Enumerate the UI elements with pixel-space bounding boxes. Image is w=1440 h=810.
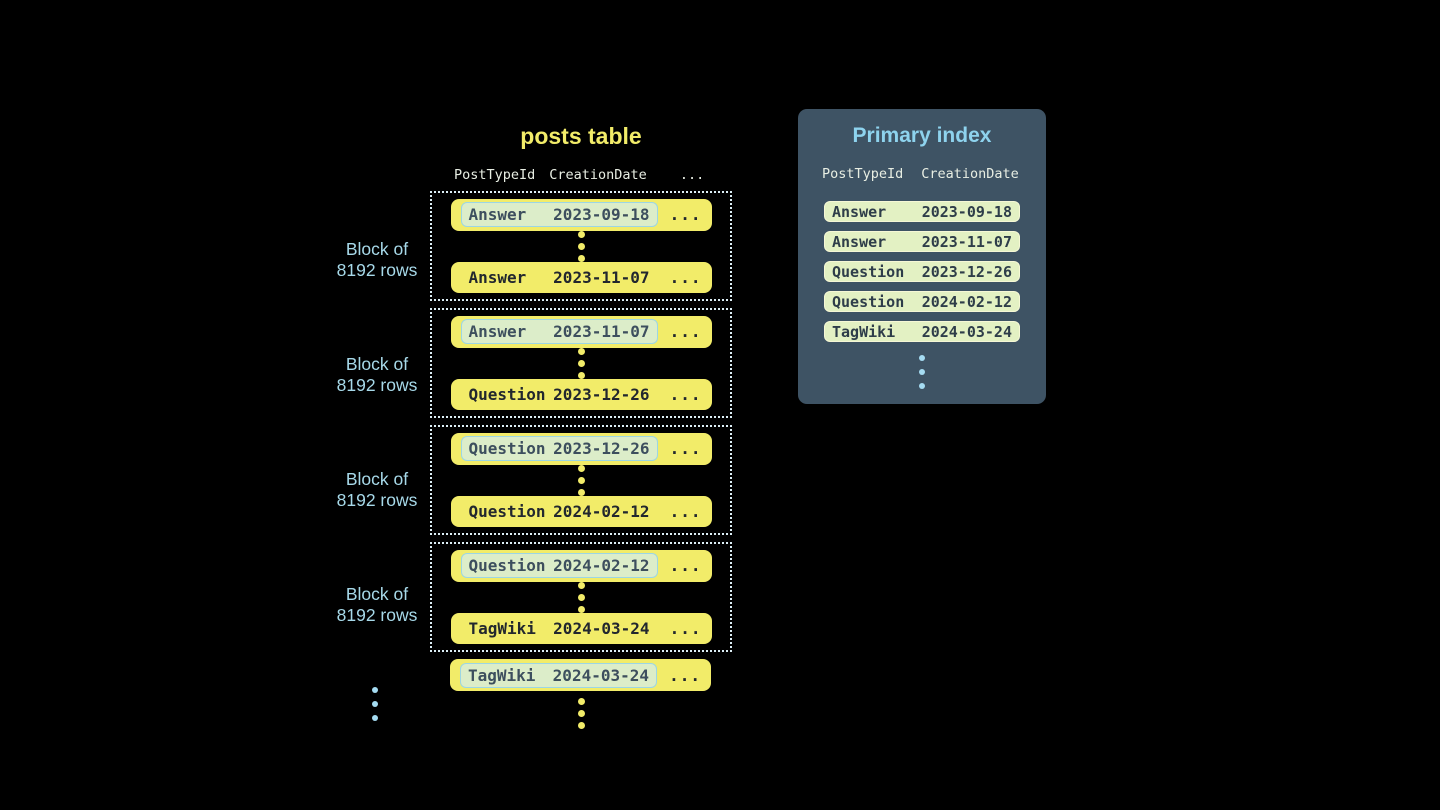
row-type: Answer bbox=[468, 267, 527, 287]
index-row: Answer 2023-11-07 bbox=[824, 231, 1020, 252]
block-label-4: Block of 8192 rows bbox=[307, 584, 447, 626]
row-date: 2024-02-12 bbox=[921, 292, 1012, 311]
row-date: 2024-02-12 bbox=[553, 501, 650, 521]
row-type: Answer bbox=[832, 202, 887, 221]
column-header-creationdate: CreationDate bbox=[549, 167, 647, 183]
indexed-row-highlight: TagWiki 2024-03-24 bbox=[460, 662, 657, 688]
table-row: Question 2023-12-26 ... bbox=[450, 378, 712, 410]
row-date: 2023-11-07 bbox=[921, 232, 1012, 251]
block-4: Question 2024-02-12 ... TagWiki 2024-03-… bbox=[430, 542, 732, 652]
table-row: Answer 2023-11-07 ... bbox=[450, 316, 712, 348]
block-label-1: Block of 8192 rows bbox=[307, 239, 447, 281]
index-row: TagWiki 2024-03-24 bbox=[824, 321, 1020, 342]
block-label-line2: 8192 rows bbox=[336, 490, 418, 510]
ellipsis-dots-icon bbox=[577, 698, 585, 729]
row-type: Question bbox=[832, 262, 905, 281]
row-date: 2023-09-18 bbox=[553, 205, 650, 225]
ellipsis-dots-icon bbox=[577, 347, 585, 379]
block-label-2: Block of 8192 rows bbox=[307, 354, 447, 396]
more-rows-ellipsis bbox=[430, 698, 732, 729]
row-values: Question 2024-02-12 bbox=[461, 499, 658, 524]
indexed-row-highlight: Answer 2023-09-18 bbox=[460, 202, 658, 228]
more-index-entries-ellipsis bbox=[798, 355, 1046, 389]
block-label-line1: Block of bbox=[345, 239, 409, 259]
row-date: 2024-03-24 bbox=[553, 618, 650, 638]
table-row: Answer 2023-09-18 ... bbox=[450, 199, 712, 231]
row-type: TagWiki bbox=[468, 618, 536, 638]
row-type: Answer bbox=[832, 232, 887, 251]
row-type: Answer bbox=[468, 322, 527, 342]
row-type: TagWiki bbox=[468, 665, 536, 685]
row-date: 2023-12-26 bbox=[553, 439, 650, 459]
row-date: 2023-11-07 bbox=[553, 267, 650, 287]
row-type: Question bbox=[468, 439, 546, 459]
ellipsis-dots-icon bbox=[577, 230, 585, 262]
row-values: Question 2023-12-26 bbox=[461, 382, 658, 407]
ellipsis-dots-icon bbox=[577, 464, 585, 496]
indexed-row-highlight: Question 2023-12-26 bbox=[460, 436, 658, 462]
table-row: TagWiki 2024-03-24 ... bbox=[450, 659, 711, 691]
block-label-line1: Block of bbox=[345, 354, 409, 374]
block-1: Answer 2023-09-18 ... Answer 2023-11-07 … bbox=[430, 191, 732, 301]
ellipsis-dots-icon bbox=[372, 687, 378, 721]
row-date: 2023-12-26 bbox=[553, 384, 650, 404]
row-type: Question bbox=[468, 384, 546, 404]
index-row: Question 2023-12-26 bbox=[824, 261, 1020, 282]
column-header-more: ... bbox=[679, 167, 705, 183]
row-date: 2024-02-12 bbox=[553, 556, 650, 576]
index-row: Answer 2023-09-18 bbox=[824, 201, 1020, 222]
table-row: Question 2023-12-26 ... bbox=[450, 433, 712, 465]
table-row: TagWiki 2024-03-24 ... bbox=[450, 612, 712, 644]
primary-index-panel: Primary index PostTypeId CreationDate An… bbox=[798, 109, 1046, 404]
row-type: Answer bbox=[468, 205, 527, 225]
block-label-line2: 8192 rows bbox=[336, 605, 418, 625]
row-values: Answer 2023-11-07 bbox=[461, 265, 658, 290]
primary-index-title: Primary index bbox=[852, 124, 992, 147]
row-values: TagWiki 2024-03-24 bbox=[461, 616, 658, 641]
index-row: Question 2024-02-12 bbox=[824, 291, 1020, 312]
row-type: Question bbox=[468, 556, 546, 576]
row-date: 2023-11-07 bbox=[553, 322, 650, 342]
table-row: Question 2024-02-12 ... bbox=[450, 495, 712, 527]
row-type: Question bbox=[468, 501, 546, 521]
row-ellipsis: ... bbox=[669, 322, 702, 342]
row-date: 2024-03-24 bbox=[921, 322, 1012, 341]
indexed-row-highlight: Answer 2023-11-07 bbox=[460, 319, 658, 345]
block-label-line1: Block of bbox=[345, 584, 409, 604]
posts-table-title: posts table bbox=[520, 123, 642, 149]
block-label-line1: Block of bbox=[345, 469, 409, 489]
posts-table-blocks: Answer 2023-09-18 ... Answer 2023-11-07 … bbox=[430, 191, 732, 659]
row-ellipsis: ... bbox=[669, 439, 702, 459]
next-block-first-row: TagWiki 2024-03-24 ... bbox=[450, 659, 711, 691]
column-header-posttypeid: PostTypeId bbox=[454, 167, 536, 183]
block-2: Answer 2023-11-07 ... Question 2023-12-2… bbox=[430, 308, 732, 418]
row-ellipsis: ... bbox=[669, 205, 702, 225]
block-label-line2: 8192 rows bbox=[336, 260, 418, 280]
primary-index-rows: Answer 2023-09-18 Answer 2023-11-07 Ques… bbox=[798, 201, 1046, 342]
row-ellipsis: ... bbox=[669, 556, 702, 576]
row-ellipsis: ... bbox=[669, 384, 702, 404]
row-ellipsis: ... bbox=[669, 267, 702, 287]
ellipsis-dots-icon bbox=[919, 355, 925, 389]
row-type: Question bbox=[832, 292, 905, 311]
primary-index-column-headers: PostTypeId CreationDate bbox=[798, 166, 1046, 182]
row-date: 2024-03-24 bbox=[552, 665, 649, 685]
row-ellipsis: ... bbox=[669, 618, 702, 638]
table-row: Question 2024-02-12 ... bbox=[450, 550, 712, 582]
column-header-creationdate: CreationDate bbox=[921, 166, 1019, 182]
row-date: 2023-12-26 bbox=[921, 262, 1012, 281]
column-header-posttypeid: PostTypeId bbox=[822, 166, 904, 182]
block-label-3: Block of 8192 rows bbox=[307, 469, 447, 511]
more-blocks-ellipsis bbox=[372, 687, 378, 721]
indexed-row-highlight: Question 2024-02-12 bbox=[460, 553, 658, 579]
posts-table-column-headers: PostTypeId CreationDate ... bbox=[430, 167, 770, 183]
row-ellipsis: ... bbox=[669, 501, 702, 521]
block-label-line2: 8192 rows bbox=[336, 375, 418, 395]
row-ellipsis: ... bbox=[669, 665, 701, 685]
row-date: 2023-09-18 bbox=[921, 202, 1012, 221]
block-3: Question 2023-12-26 ... Question 2024-02… bbox=[430, 425, 732, 535]
row-type: TagWiki bbox=[832, 322, 896, 341]
ellipsis-dots-icon bbox=[577, 581, 585, 613]
table-row: Answer 2023-11-07 ... bbox=[450, 261, 712, 293]
